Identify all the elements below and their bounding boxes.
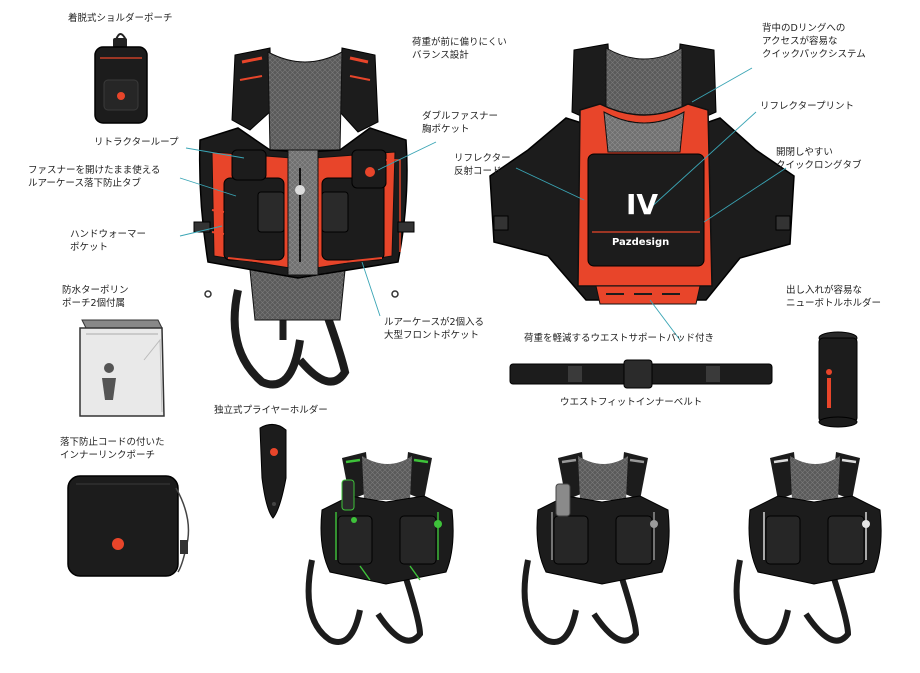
shoulder-pouch-icon xyxy=(94,33,148,124)
label-d-ring-access: 背中のDリングへの アクセスが容易な クイックパックシステム xyxy=(762,23,866,60)
label-bottle-holder: 出し入れが容易な ニューボトルホルダー xyxy=(786,285,882,309)
label-double-zip-pocket: ダブルファスナー 胸ポケット xyxy=(422,111,499,135)
label-tarpaulin-pouch: 防水ターポリン ポーチ2個付属 xyxy=(62,285,129,309)
back-vest-orange xyxy=(489,43,795,305)
brand-logo-text: Pazdesign xyxy=(612,237,670,248)
label-waist-pad: 荷重を軽減するウエストサポートパッド付き xyxy=(524,333,715,344)
label-front-pocket: ルアーケースが2個入る 大型フロントポケット xyxy=(384,317,484,341)
front-vest-orange xyxy=(193,47,415,389)
label-quick-long-tab: 開閉しやすい クイックロングタブ xyxy=(776,147,862,171)
label-balance-design: 荷重が前に偏りにくい バランス設計 xyxy=(412,37,507,61)
variant-vest-black-silver xyxy=(521,452,670,645)
label-plier-holder: 独立式プライヤーホルダー xyxy=(214,405,328,416)
model-numeral: IV xyxy=(626,188,659,221)
label-reflector-print: リフレクタープリント xyxy=(760,101,855,112)
label-lure-case-tab: ファスナーを開けたまま使える ルアーケース落下防止タブ xyxy=(28,165,161,189)
label-retractor-loop: リトラクターループ xyxy=(94,137,179,148)
plier-holder-icon xyxy=(259,424,287,519)
label-hand-warmer: ハンドウォーマー ポケット xyxy=(70,229,147,253)
inner-link-pouch-icon xyxy=(67,475,190,577)
tarpaulin-pouch-icon xyxy=(79,319,165,417)
label-inner-belt: ウエストフィットインナーベルト xyxy=(560,397,703,408)
variant-vest-black-green xyxy=(305,452,454,645)
variant-vest-black-white xyxy=(733,452,882,645)
waist-belt-icon xyxy=(509,359,773,389)
label-shoulder-pouch: 着脱式ショルダーポーチ xyxy=(68,13,173,24)
bottle-holder-icon xyxy=(818,331,858,428)
leader-lines xyxy=(179,67,787,341)
label-inner-link-pouch: 落下防止コードの付いた インナーリンクポーチ xyxy=(60,437,165,461)
label-reflector-cord: リフレクター 反射コード xyxy=(454,153,511,177)
